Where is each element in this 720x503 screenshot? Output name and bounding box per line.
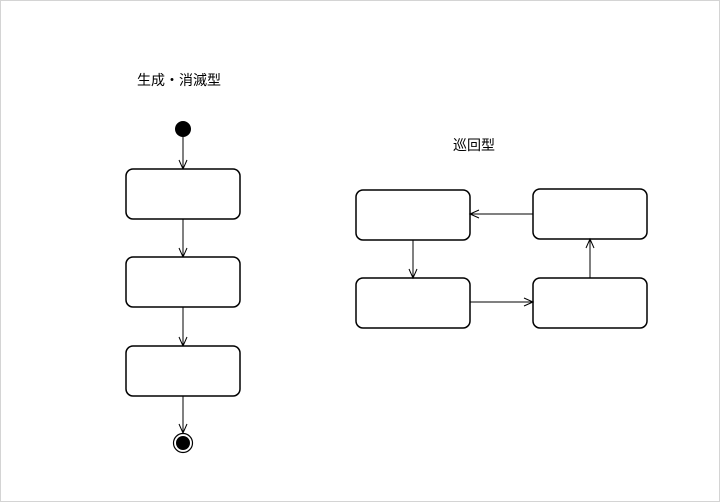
final-state-node bbox=[172, 432, 194, 454]
cyclic-state-top-right bbox=[532, 188, 648, 240]
lifecycle-state-1 bbox=[125, 168, 241, 220]
cyclic-state-top-left bbox=[355, 189, 471, 241]
cyclic-pattern-title: 巡回型 bbox=[453, 138, 495, 154]
cyclic-state-bottom-right bbox=[532, 277, 648, 329]
arrowhead-bottom-left-to-bottom-right bbox=[523, 297, 535, 307]
lifecycle-pattern-title: 生成・消滅型 bbox=[137, 73, 221, 89]
cyclic-state-bottom-left bbox=[355, 277, 471, 329]
lifecycle-state-2 bbox=[125, 256, 241, 308]
arrowhead-top-left-to-bottom-left bbox=[408, 268, 418, 280]
lifecycle-state-3 bbox=[125, 345, 241, 397]
arrowhead-top-right-to-top-left bbox=[468, 209, 480, 219]
arrowhead-bottom-right-to-top-right bbox=[585, 237, 595, 249]
initial-state-node bbox=[175, 121, 191, 137]
